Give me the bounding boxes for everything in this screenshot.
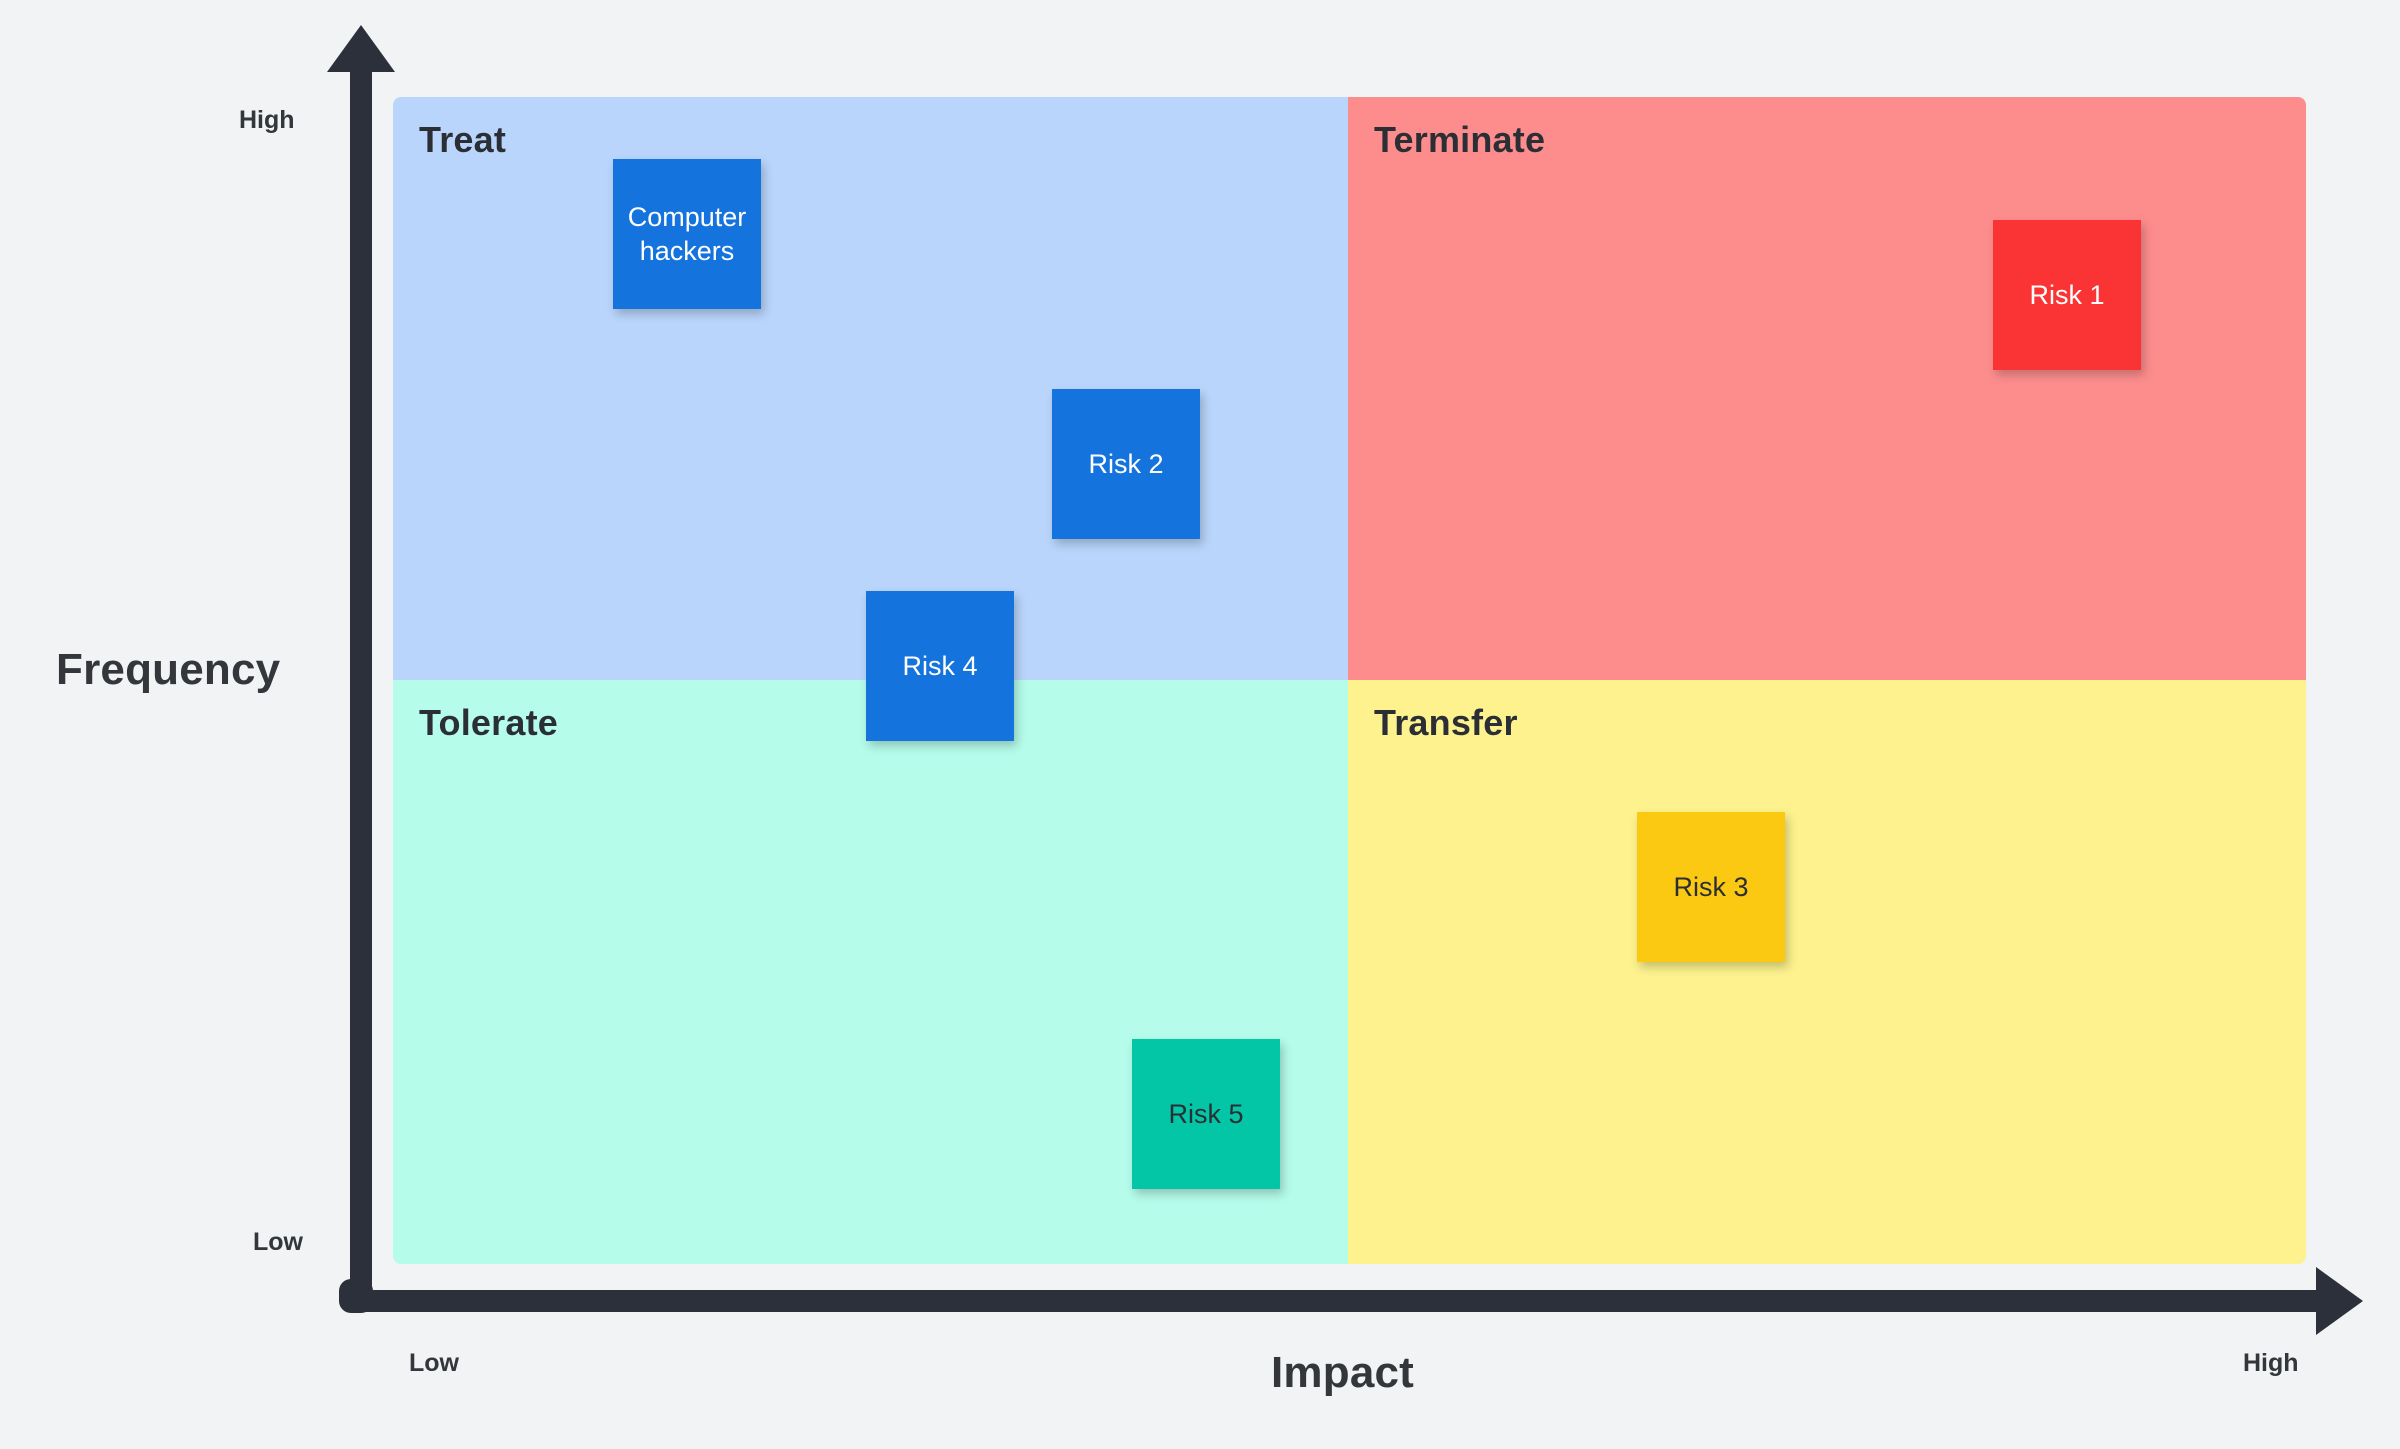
risk-card-label: Risk 2 — [1088, 448, 1164, 479]
risk-card[interactable]: Risk 3 — [1637, 812, 1785, 962]
quadrant-treat[interactable]: Treat — [393, 97, 1348, 680]
quadrant-transfer[interactable]: Transfer — [1348, 680, 2306, 1264]
y-axis-high-label: High — [239, 106, 295, 134]
risk-card-label: Computer hackers — [627, 201, 747, 266]
quadrant-label-tolerate: Tolerate — [419, 702, 558, 743]
y-axis-arrow — [327, 25, 395, 1301]
x-axis-title: Impact — [1271, 1348, 1415, 1397]
quadrant-label-terminate: Terminate — [1374, 119, 1546, 160]
risk-card-label: Risk 5 — [1168, 1098, 1244, 1129]
risk-card-label: Risk 3 — [1673, 871, 1749, 902]
quadrant-label-transfer: Transfer — [1374, 702, 1518, 743]
risk-card[interactable]: Risk 1 — [1993, 220, 2141, 370]
quadrant-terminate[interactable]: Terminate — [1348, 97, 2306, 680]
quadrant-grid: Treat Terminate Tolerate Transfer — [393, 97, 2306, 1264]
risk-card[interactable]: Risk 2 — [1052, 389, 1200, 539]
quadrant-label-treat: Treat — [419, 119, 507, 160]
risk-card-label: Risk 4 — [902, 650, 978, 681]
x-axis-arrow — [350, 1267, 2363, 1335]
risk-card-label: Risk 1 — [2029, 279, 2105, 310]
y-axis-low-label: Low — [253, 1228, 303, 1256]
x-axis-low-label: Low — [409, 1349, 459, 1377]
risk-card[interactable]: Risk 4 — [866, 591, 1014, 741]
risk-card[interactable]: Risk 5 — [1132, 1039, 1280, 1189]
risk-card[interactable]: Computer hackers — [613, 159, 761, 309]
axis-origin-joint — [339, 1279, 373, 1313]
x-axis-high-label: High — [2243, 1349, 2299, 1377]
y-axis-title: Frequency — [56, 645, 281, 694]
